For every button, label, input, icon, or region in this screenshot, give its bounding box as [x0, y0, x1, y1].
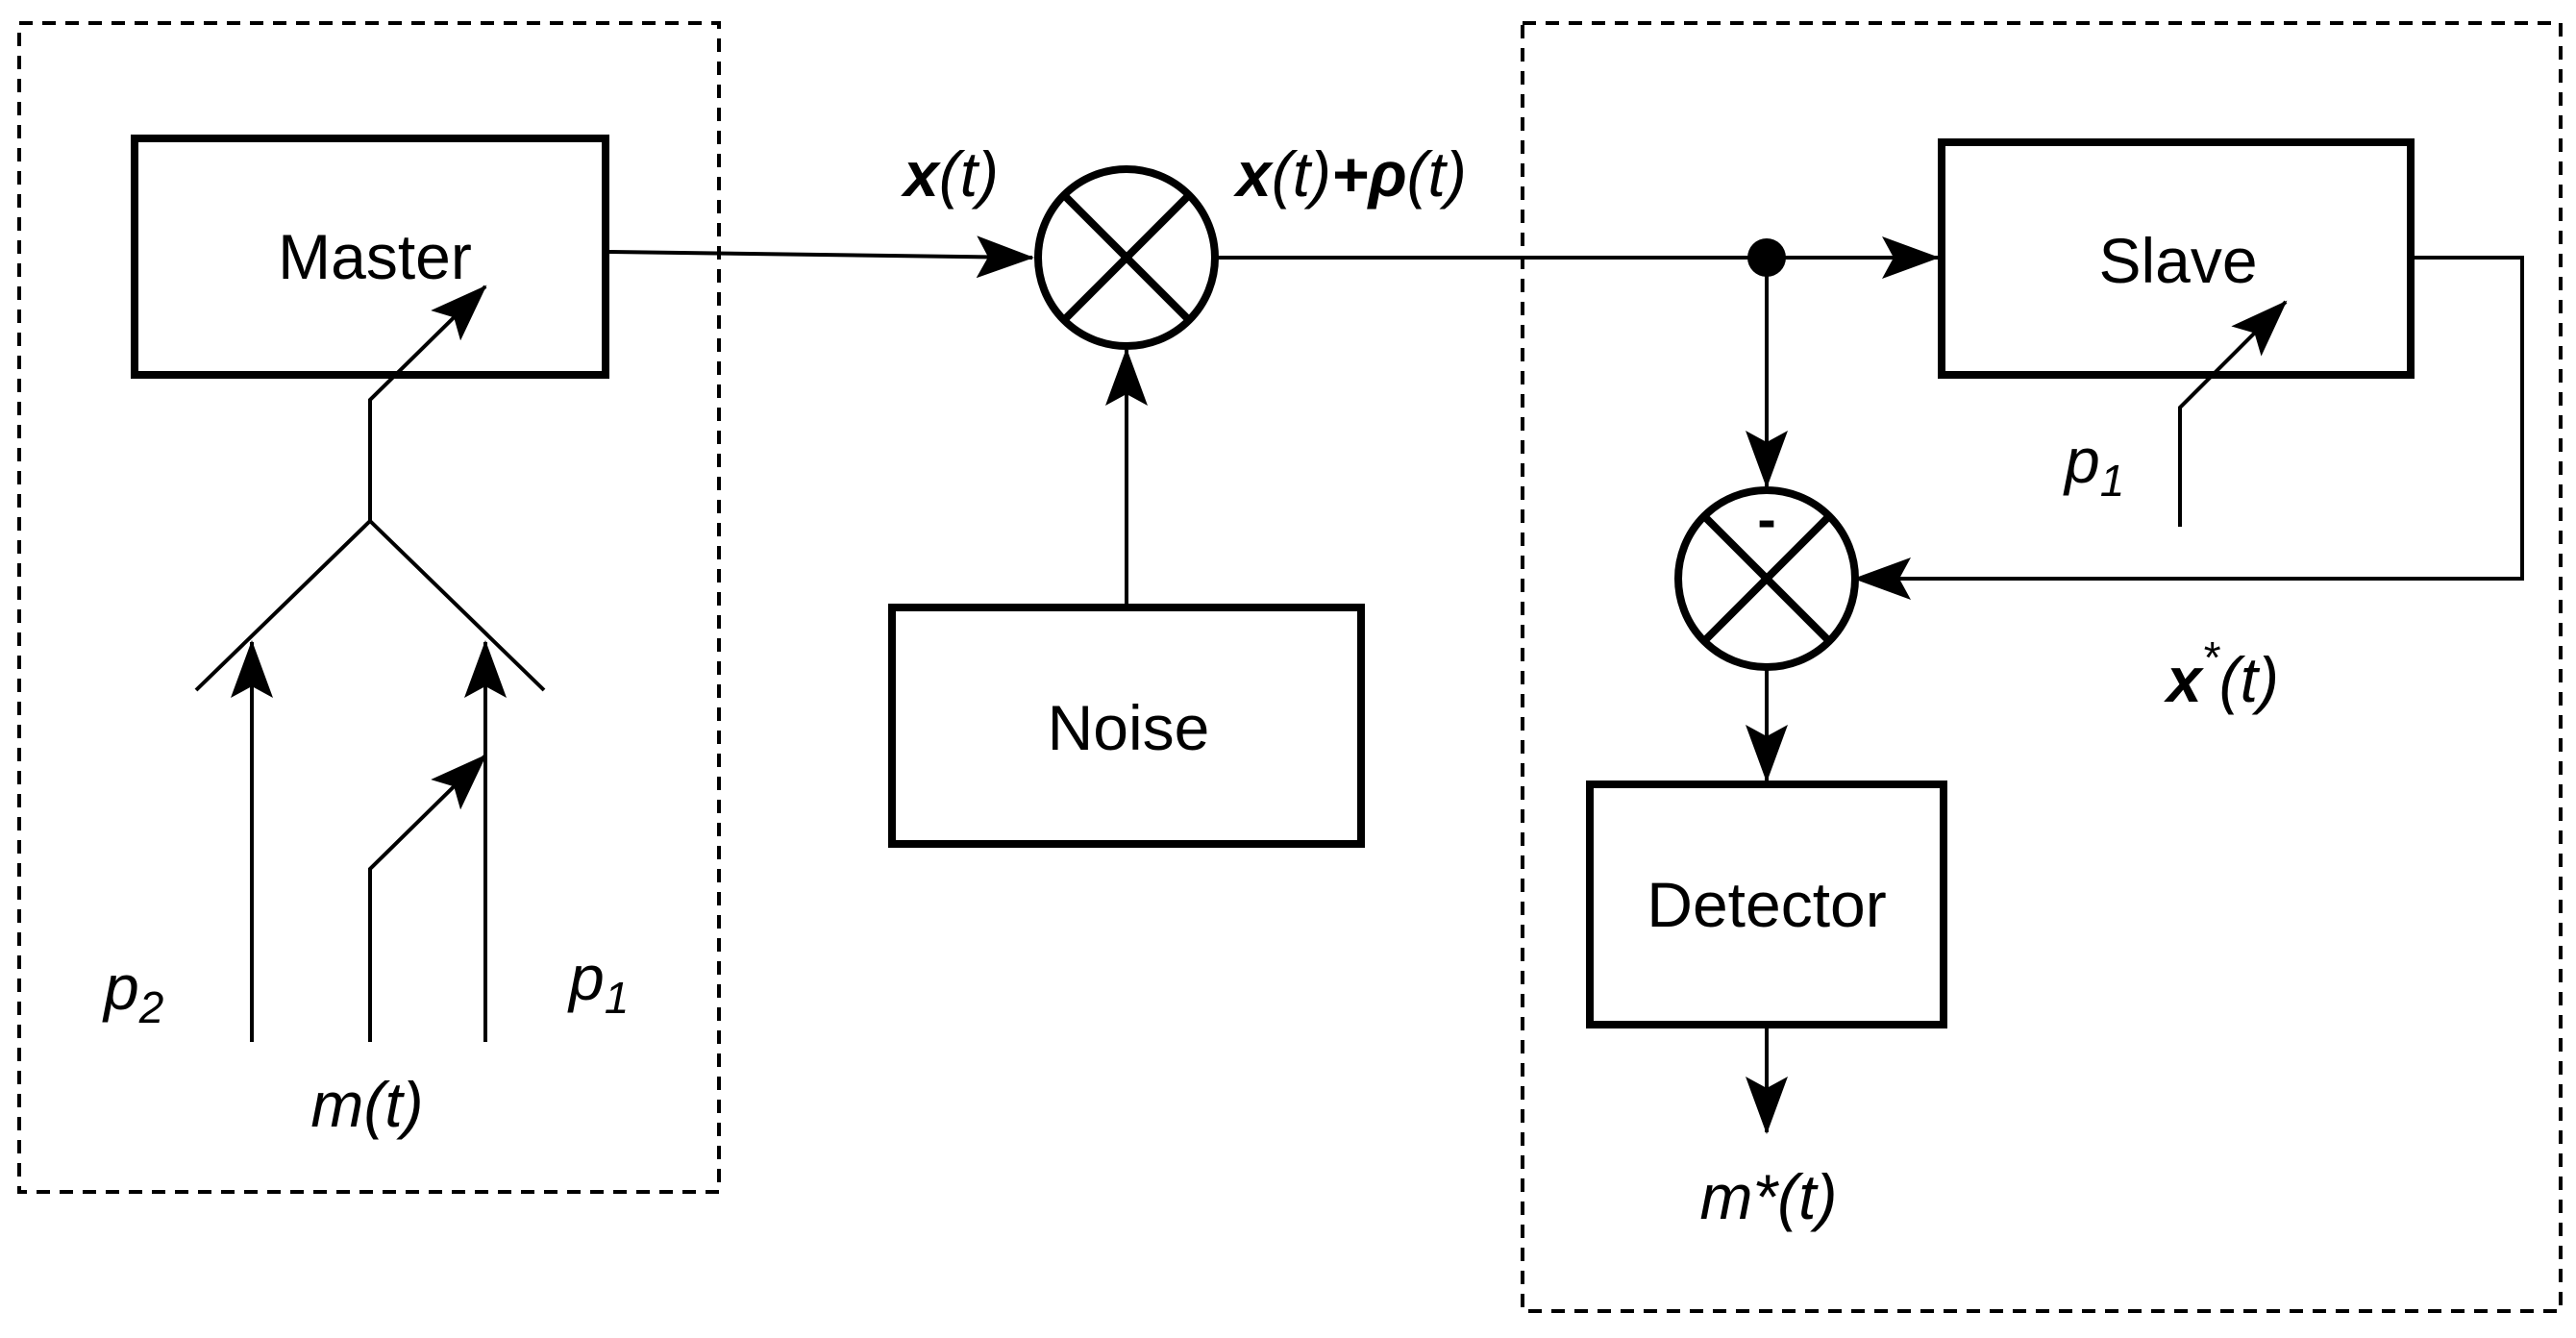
master-label: Master: [278, 221, 472, 292]
master-parameter-inputs: [194, 285, 546, 1042]
receiver-region: [1521, 21, 2563, 1313]
recovered-message-label: m*(t): [1700, 1161, 1838, 1232]
detector-label: Detector: [1647, 869, 1886, 940]
slave-output-wire: [1853, 256, 2524, 600]
noise-label: Noise: [1048, 692, 1210, 763]
channel-mixer: [1034, 165, 1219, 350]
detector-block: Detector: [1586, 780, 1947, 1028]
master-block: Master: [131, 135, 609, 379]
signal-x-label: x(t): [901, 138, 999, 210]
transmitter-region: [17, 21, 721, 1194]
slave-parameter-input: [2178, 300, 2288, 527]
received-signal-label: x(t)+ρ(t): [1233, 138, 1467, 210]
slave-p1-label: p1: [2063, 425, 2124, 506]
subtractor: -: [1674, 486, 1859, 671]
slave-output-label: x*(t): [2164, 632, 2279, 715]
master-output-wire: [608, 235, 1034, 279]
master-p2-label: p2: [102, 952, 163, 1032]
slave-block: Slave: [1938, 138, 2415, 379]
subtract-sign: -: [1757, 488, 1775, 551]
modulation-label: m(t): [310, 1069, 423, 1140]
slave-label: Slave: [2098, 225, 2257, 296]
noise-block: Noise: [888, 604, 1365, 848]
master-p1-label: p1: [567, 942, 629, 1023]
